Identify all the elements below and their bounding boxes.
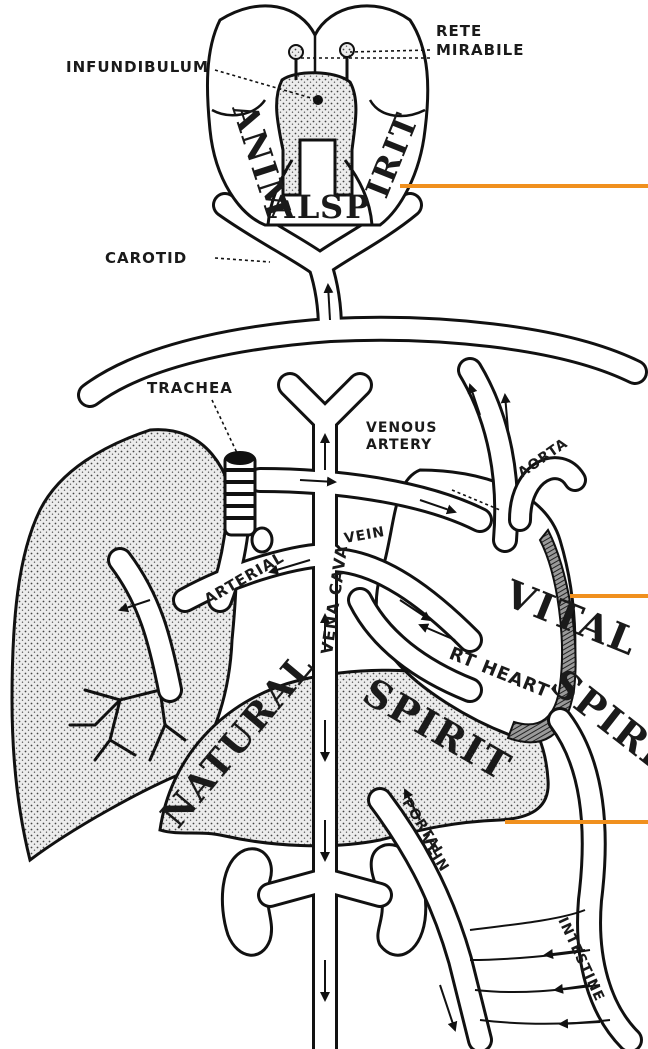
label-venous: VENOUS — [366, 420, 437, 436]
label-animal-al: AL — [269, 188, 321, 226]
label-infundibulum: INFUNDIBULUM — [66, 58, 209, 76]
label-mirabile: MIRABILE — [436, 41, 525, 59]
label-animal-sp: SP — [320, 188, 371, 226]
label-artery: ARTERY — [366, 437, 432, 453]
label-rete: RETE — [436, 22, 482, 40]
label-trachea: TRACHEA — [147, 379, 233, 397]
label-carotid: CAROTID — [105, 249, 187, 267]
label-vein: VEIN — [343, 524, 386, 547]
